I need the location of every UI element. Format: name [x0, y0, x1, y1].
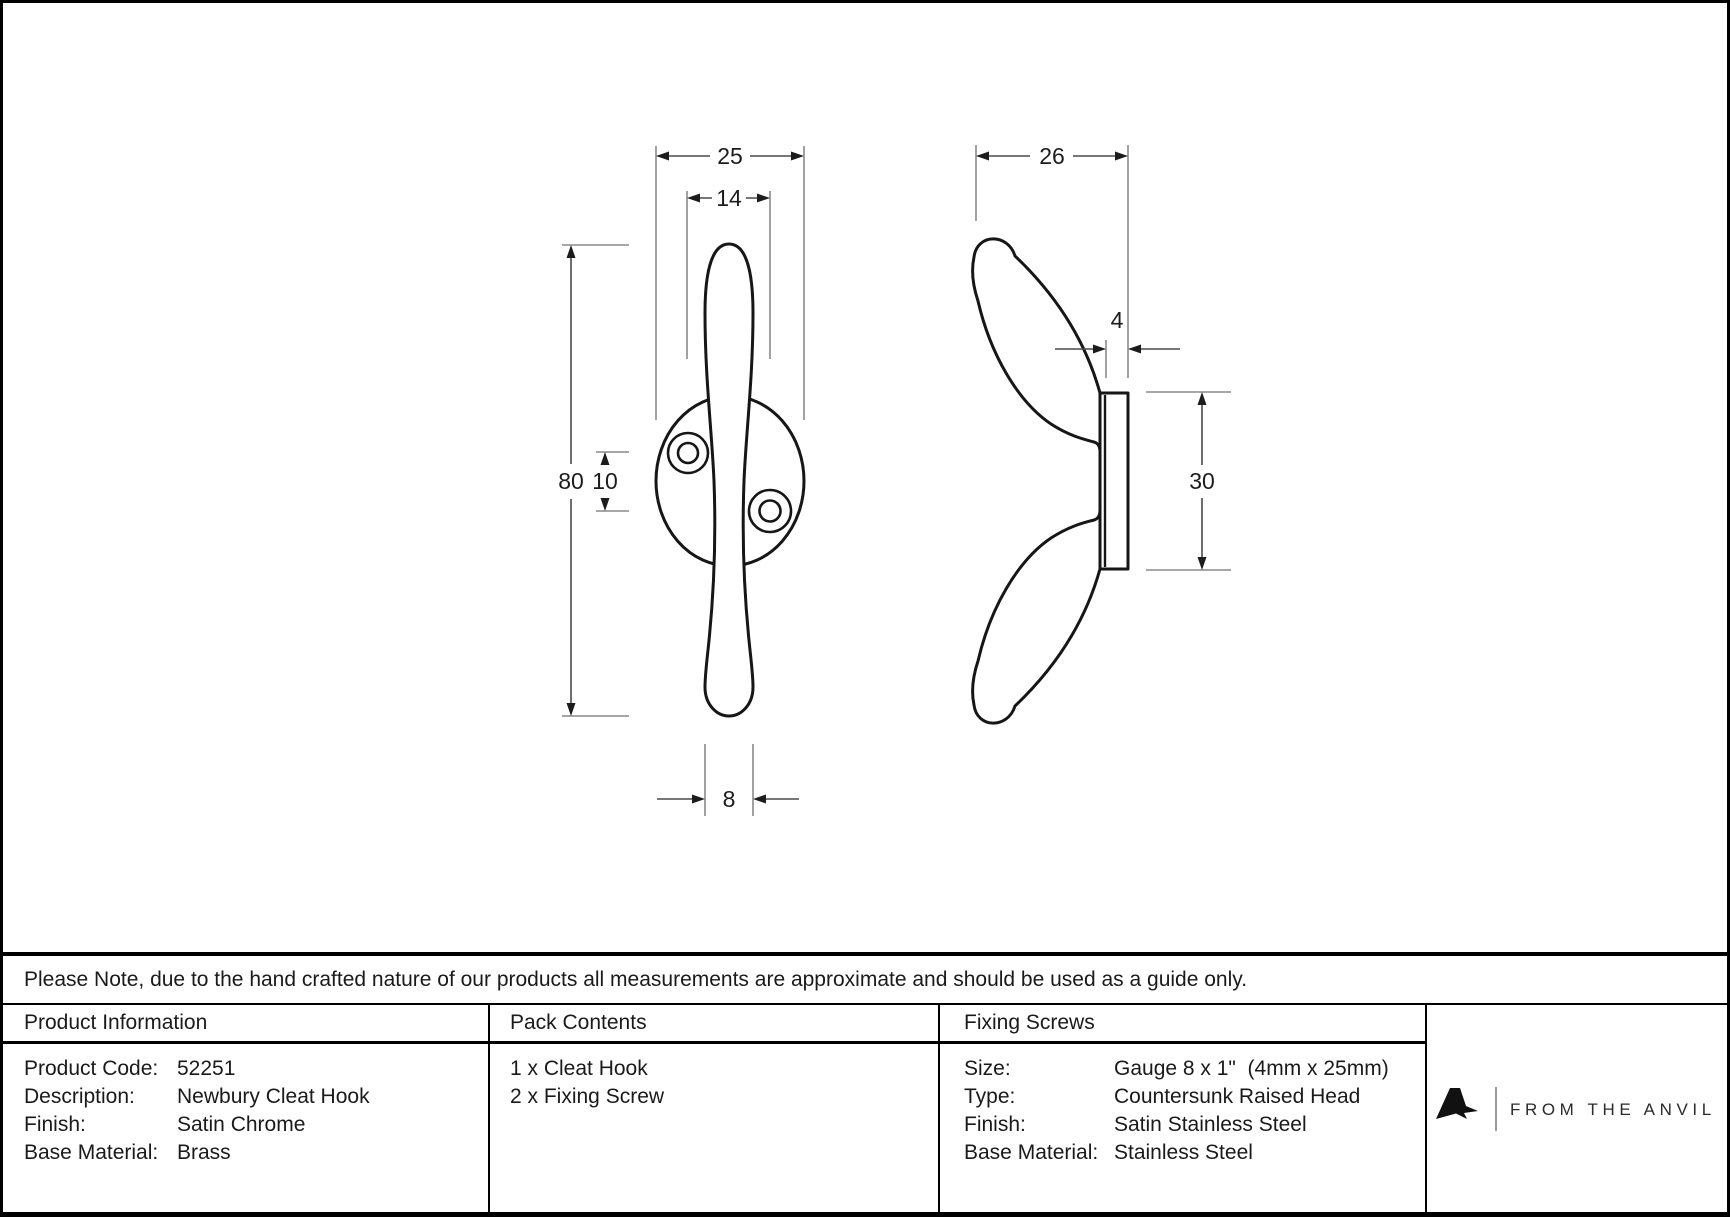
dim-front-top-width: 14	[686, 185, 771, 359]
list-item: 1 x Cleat Hook	[510, 1055, 938, 1083]
product-code-value: 52251	[177, 1057, 236, 1080]
anvil-a-icon	[1436, 1087, 1478, 1119]
measurement-note: Please Note, due to the hand crafted nat…	[3, 956, 1727, 1005]
svg-text:10: 10	[592, 468, 618, 494]
screw-type-label: Type:	[964, 1085, 1016, 1108]
side-cleat-profile	[971, 237, 1102, 725]
screw-finish-value: Satin Stainless Steel	[1114, 1113, 1307, 1136]
dim-side-overall-depth: 26	[975, 143, 1129, 378]
table-row: Description: Newbury Cleat Hook	[24, 1083, 488, 1111]
screw-type-value: Countersunk Raised Head	[1114, 1085, 1361, 1108]
base-material-label: Base Material:	[24, 1141, 159, 1164]
list-item: 2 x Fixing Screw	[510, 1083, 938, 1111]
table-row: Base Material: Brass	[24, 1139, 488, 1167]
finish-value: Satin Chrome	[177, 1113, 306, 1136]
dim-front-overall-width: 25	[655, 143, 805, 420]
description-value: Newbury Cleat Hook	[177, 1085, 370, 1108]
dim-front-bottom-width: 8	[657, 744, 799, 816]
description-label: Description:	[24, 1085, 135, 1108]
spec-table: Product Information Product Code: 52251 …	[3, 1005, 1727, 1212]
fixing-screws-body: Size: Gauge 8 x 1" (4mm x 25mm) Type: Co…	[940, 1044, 1425, 1167]
screw-hole-top-inner	[676, 441, 700, 465]
side-view	[971, 237, 1130, 725]
table-row: Product Code: 52251	[24, 1055, 488, 1083]
product-information-header-label: Product Information	[24, 1011, 208, 1034]
base-material-value: Brass	[177, 1141, 231, 1164]
measurement-note-text: Please Note, due to the hand crafted nat…	[24, 967, 1248, 991]
from-the-anvil-logo: FROM THE ANVIL	[1436, 1086, 1716, 1131]
svg-text:14: 14	[716, 185, 742, 211]
dim-side-plate-height: 30	[1146, 391, 1231, 571]
screw-hole-bottom-inner	[758, 499, 782, 523]
product-code-label: Product Code:	[24, 1057, 159, 1080]
svg-text:80: 80	[558, 468, 584, 494]
screw-size-value: Gauge 8 x 1" (4mm x 25mm)	[1114, 1057, 1389, 1080]
screw-finish-label: Finish:	[964, 1113, 1026, 1136]
table-row: Finish: Satin Chrome	[24, 1111, 488, 1139]
screw-size-label: Size:	[964, 1057, 1011, 1080]
pack-contents-header: Pack Contents	[490, 1005, 938, 1044]
pack-contents-column: Pack Contents 1 x Cleat Hook 2 x Fixing …	[490, 1005, 940, 1212]
front-view	[654, 242, 806, 718]
pack-item-2: 2 x Fixing Screw	[510, 1085, 665, 1108]
pack-contents-body: 1 x Cleat Hook 2 x Fixing Screw	[490, 1044, 938, 1111]
pack-item-1: 1 x Cleat Hook	[510, 1057, 648, 1080]
fixing-screws-header-label: Fixing Screws	[964, 1011, 1095, 1034]
table-row: Finish: Satin Stainless Steel	[964, 1111, 1425, 1139]
svg-text:30: 30	[1189, 468, 1215, 494]
product-information-column: Product Information Product Code: 52251 …	[3, 1005, 490, 1212]
finish-label: Finish:	[24, 1113, 86, 1136]
dim-front-overall-height: 80	[558, 244, 629, 717]
brand-cell: FROM THE ANVIL	[1427, 1005, 1727, 1212]
cleat-hook-drawing: 25 14 80 10	[558, 143, 1231, 816]
svg-text:26: 26	[1039, 143, 1065, 169]
dim-front-hole-spacing: 10	[592, 451, 629, 512]
front-cleat-arm	[703, 242, 755, 718]
screw-base-material-label: Base Material:	[964, 1141, 1099, 1164]
technical-drawing-area: 25 14 80 10	[3, 3, 1727, 956]
table-row: Type: Countersunk Raised Head	[964, 1083, 1425, 1111]
product-information-header: Product Information	[3, 1005, 488, 1044]
brand-wordmark: FROM THE ANVIL	[1510, 1100, 1716, 1119]
fixing-screws-column: Fixing Screws Size: Gauge 8 x 1" (4mm x …	[940, 1005, 1427, 1212]
svg-text:4: 4	[1111, 307, 1124, 333]
fixing-screws-header: Fixing Screws	[940, 1005, 1425, 1044]
dim-side-plate-thickness: 4	[1055, 307, 1180, 378]
table-row: Base Material: Stainless Steel	[964, 1139, 1425, 1167]
screw-base-material-value: Stainless Steel	[1114, 1141, 1253, 1164]
product-information-body: Product Code: 52251 Description: Newbury…	[3, 1044, 488, 1167]
svg-text:8: 8	[723, 786, 736, 812]
table-row: Size: Gauge 8 x 1" (4mm x 25mm)	[964, 1055, 1425, 1083]
svg-text:25: 25	[717, 143, 743, 169]
pack-contents-header-label: Pack Contents	[510, 1011, 647, 1034]
